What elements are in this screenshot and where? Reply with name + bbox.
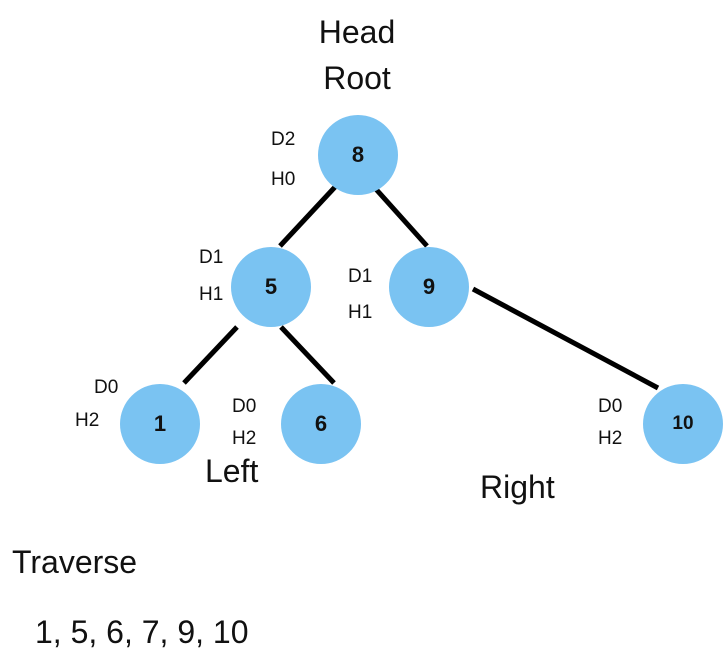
node-1-height: H2: [75, 410, 100, 431]
right-label: Right: [480, 469, 555, 505]
node-10: 10: [643, 384, 723, 464]
traverse-title: Traverse: [12, 544, 138, 580]
root-label: Root: [323, 60, 391, 96]
node-1-depth: D0: [94, 377, 119, 398]
node-5-height: H1: [199, 284, 224, 305]
node-8: 8: [318, 115, 398, 195]
node-6: 6: [281, 384, 361, 464]
node-10-depth: D0: [598, 396, 623, 417]
node-9: 9: [389, 247, 469, 327]
edge-8-9: [372, 185, 429, 248]
edge-9-10: [471, 286, 660, 391]
node-6-depth: D0: [232, 396, 257, 417]
node-5-depth: D1: [199, 247, 224, 268]
node-9-height: H1: [348, 302, 373, 323]
edge-5-1: [182, 325, 239, 385]
node-10-height: H2: [598, 428, 623, 449]
node-1: 1: [120, 384, 200, 464]
node-9-depth: D1: [348, 266, 373, 287]
node-8-depth: D2: [271, 129, 296, 150]
traverse-sequence: 1, 5, 6, 7, 9, 10: [35, 614, 249, 650]
edge-8-5: [278, 185, 337, 248]
left-label: Left: [205, 453, 259, 489]
node-6-height: H2: [232, 428, 257, 449]
edge-5-6: [279, 325, 336, 385]
node-5: 5: [231, 247, 311, 327]
head-label: Head: [318, 14, 396, 50]
node-8-height: H0: [271, 169, 296, 190]
